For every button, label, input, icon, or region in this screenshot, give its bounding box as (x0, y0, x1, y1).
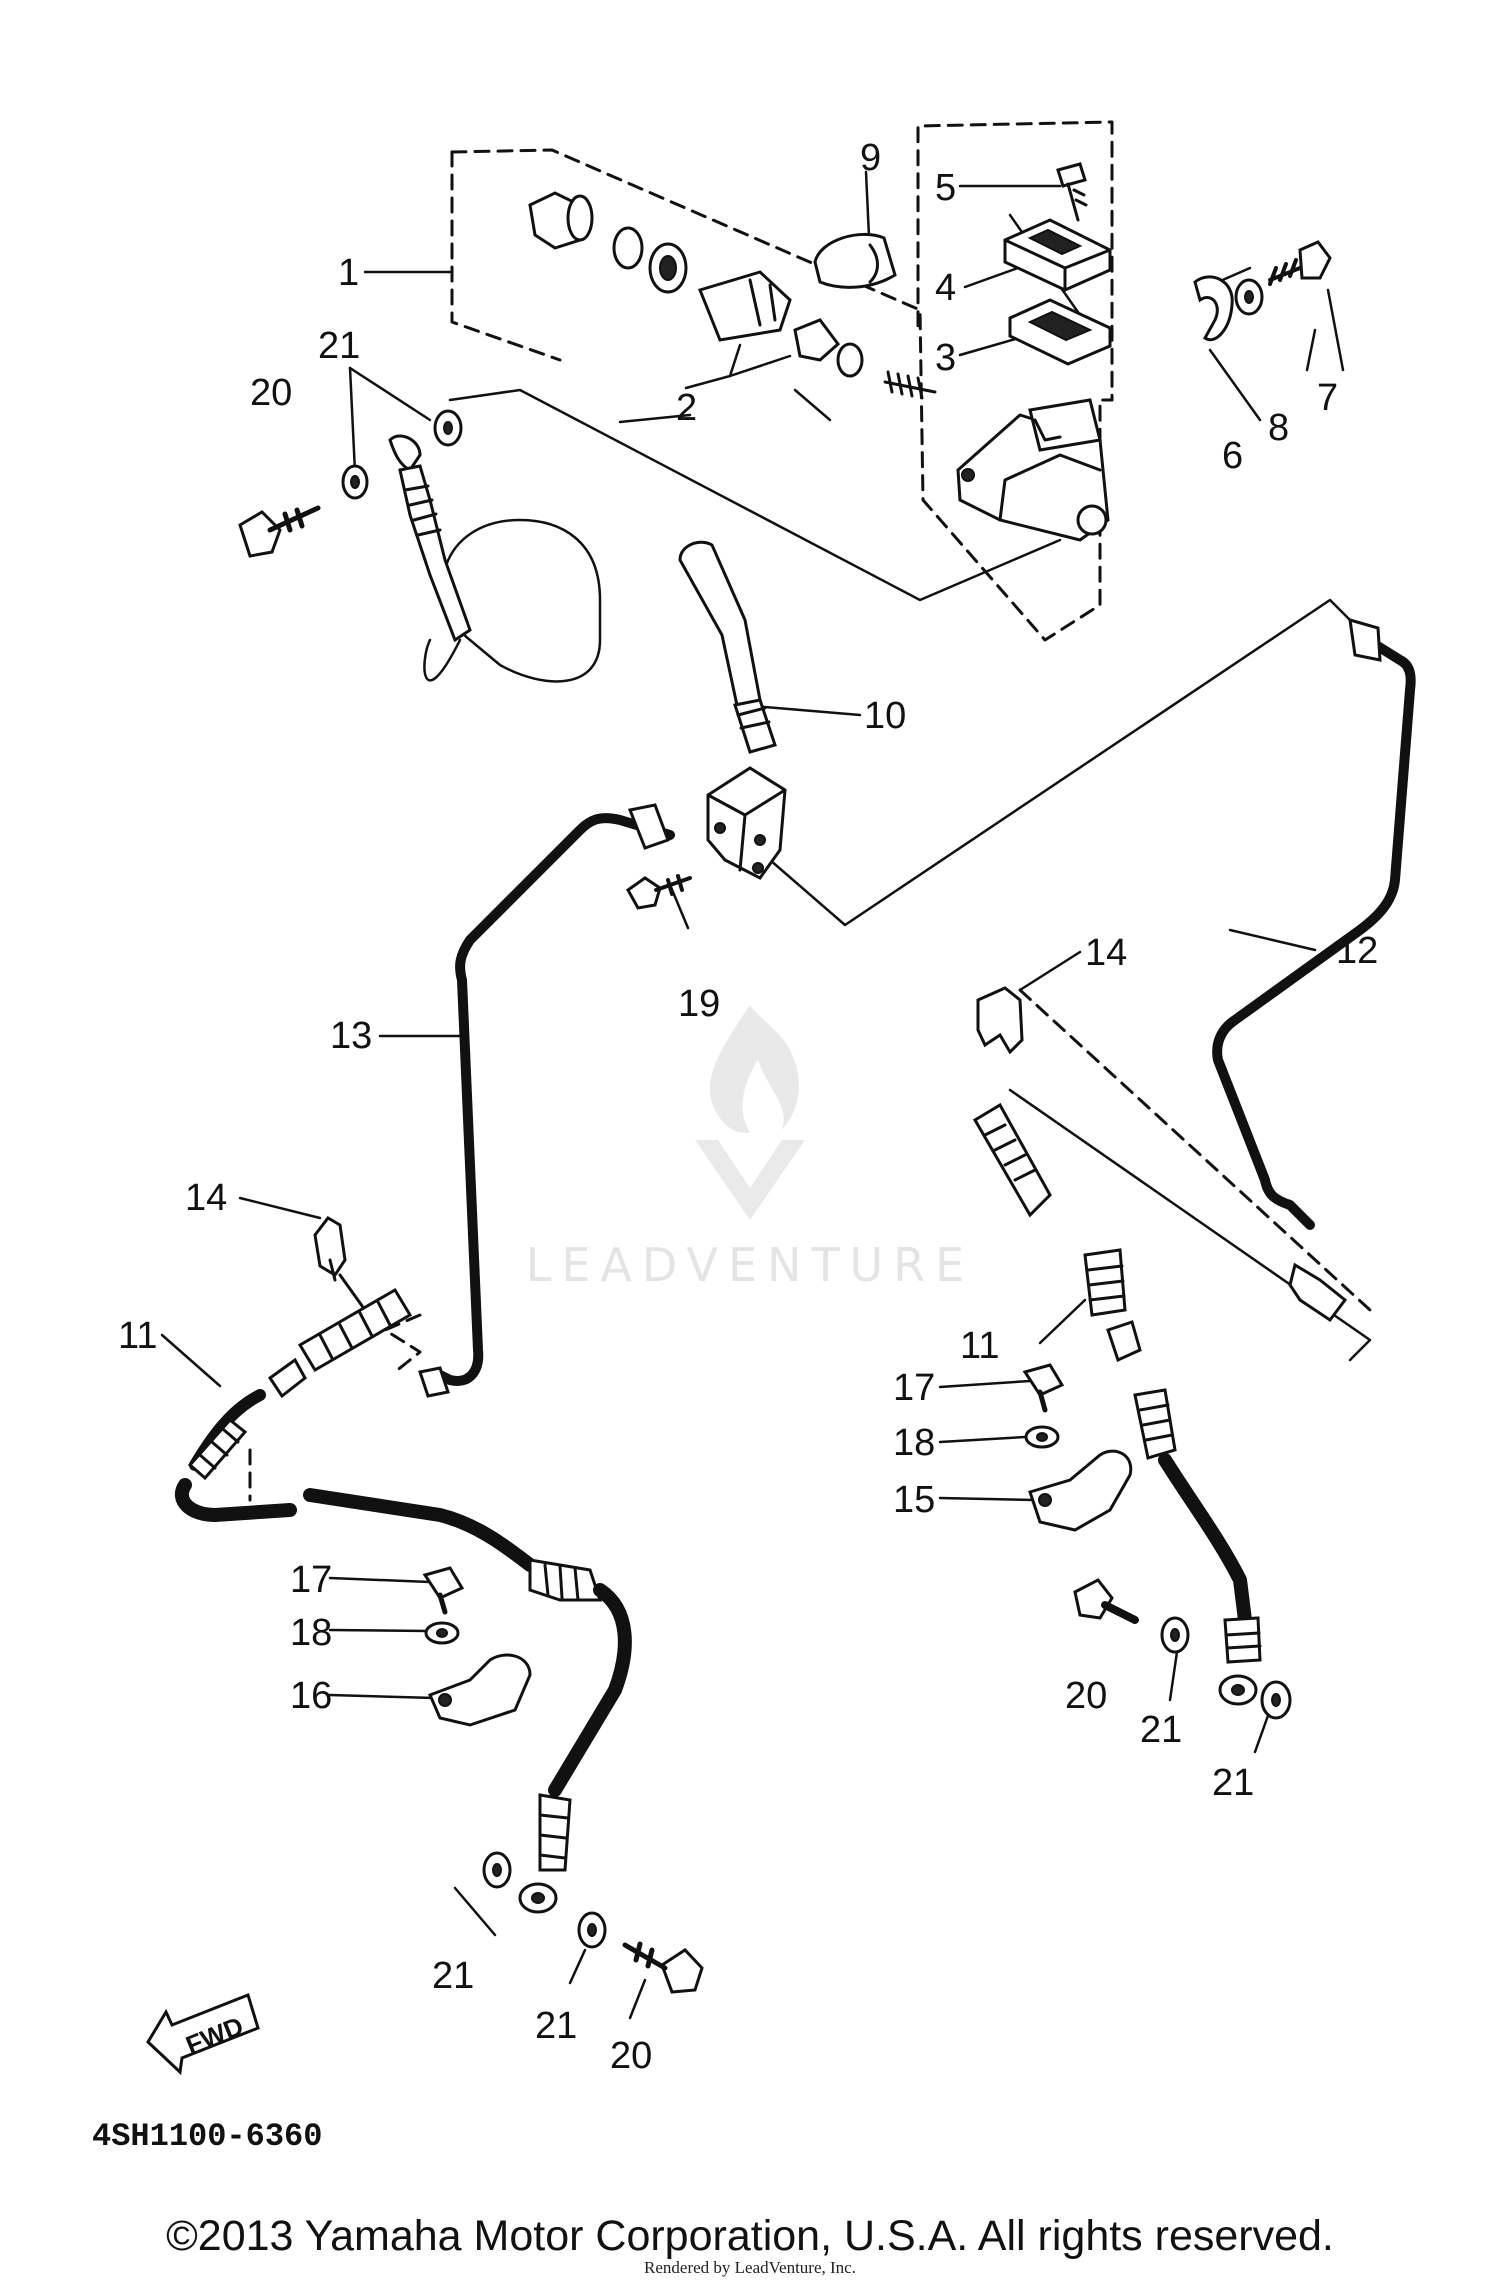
callout-8: 8 (1268, 407, 1289, 449)
callout-7: 7 (1317, 377, 1338, 419)
callout-20-upper: 20 (250, 372, 292, 414)
callout-21-lower-b: 21 (535, 2005, 577, 2047)
assembly-outline-1 (450, 120, 1114, 642)
callout-14-right: 14 (1085, 932, 1127, 974)
diagram-code: 4SH1100-6360 (92, 2118, 322, 2155)
callout-4: 4 (935, 267, 956, 309)
boot-part-9 (813, 233, 897, 289)
callout-16: 16 (290, 1675, 332, 1717)
connector-lines (423, 388, 1372, 1362)
callout-17-left: 17 (290, 1559, 332, 1601)
washer-part-21-right-a (1160, 1616, 1190, 1654)
callout-20-right: 20 (1065, 1675, 1107, 1717)
callout-18-left: 18 (290, 1612, 332, 1654)
bolt-part-7 (1268, 240, 1332, 286)
callout-10: 10 (864, 695, 906, 737)
callout-21-upper: 21 (318, 325, 360, 367)
union-bolt-part-20-lower (622, 1941, 704, 1994)
brake-hose-part-10 (388, 434, 777, 754)
washer-part-21-right-b (1260, 1680, 1292, 1720)
hose-joint (706, 766, 787, 880)
callout-13: 13 (330, 1015, 372, 1057)
leader-lines (160, 170, 1345, 2020)
callout-labels: 1 2 3 4 5 6 7 8 9 10 11 11 12 13 14 14 1… (118, 137, 1378, 2077)
washer-part-21-upper (341, 409, 463, 500)
callout-21-right-b: 21 (1212, 1762, 1254, 1804)
fwd-arrow-icon: FWD (146, 1993, 260, 2076)
washer-part-8 (1234, 278, 1264, 316)
callout-11-right: 11 (960, 1325, 999, 1367)
reservoir-cap-part-4 (1003, 218, 1112, 292)
callout-3: 3 (935, 337, 956, 379)
bolt-part-19 (626, 874, 692, 910)
clip-part-14-right (976, 986, 1024, 1055)
clamp-part-6 (1193, 275, 1234, 342)
bolt-part-17-right (1022, 1363, 1065, 1413)
copyright-notice: ©2013 Yamaha Motor Corporation, U.S.A. A… (166, 2212, 1334, 2260)
brake-hose-part-11-left (174, 1287, 632, 1914)
union-bolt-part-20-upper (238, 505, 321, 558)
brake-pipe-part-13 (418, 803, 675, 1398)
callout-9: 9 (860, 137, 881, 179)
clip-part-14-left (313, 1216, 367, 1312)
washer-part-21-lower-a (482, 1851, 512, 1889)
screw-part-5 (1056, 162, 1088, 222)
callout-18-right: 18 (893, 1422, 935, 1464)
bracket-part-15 (1028, 1449, 1133, 1532)
callout-5: 5 (935, 167, 956, 209)
master-cylinder-body (956, 398, 1110, 542)
callout-11-left: 11 (118, 1315, 157, 1357)
callout-2: 2 (676, 387, 697, 429)
callout-6: 6 (1222, 435, 1243, 477)
callout-15: 15 (893, 1479, 935, 1521)
callout-14-left: 14 (185, 1177, 227, 1219)
washer-part-21-lower-b (577, 1911, 607, 1949)
washer-part-18-left (424, 1621, 460, 1645)
brake-hose-part-11-right (972, 1102, 1262, 1706)
piston-kit-part-2 (528, 191, 937, 400)
callout-20-lower: 20 (610, 2035, 652, 2077)
washer-part-18-right (1024, 1425, 1060, 1449)
bracket-part-16 (427, 1653, 532, 1727)
callout-19: 19 (678, 983, 720, 1025)
watermark-text: LEADVENTURE (525, 1238, 975, 1292)
routing-dashed-lines (248, 988, 1372, 1502)
bolt-part-17-left (422, 1566, 465, 1615)
brake-pipe-part-12 (1212, 617, 1416, 1323)
callout-21-right-a: 21 (1140, 1709, 1182, 1751)
leadventure-watermark-logo (695, 1005, 805, 1220)
union-bolt-part-20-right (1073, 1578, 1139, 1624)
callout-21-lower-a: 21 (432, 1955, 474, 1997)
callout-12: 12 (1336, 930, 1378, 972)
callout-17-right: 17 (893, 1367, 935, 1409)
diaphragm-part-3 (1008, 298, 1112, 366)
rendered-by-notice: Rendered by LeadVenture, Inc. (644, 2258, 856, 2277)
callout-1: 1 (338, 252, 359, 294)
